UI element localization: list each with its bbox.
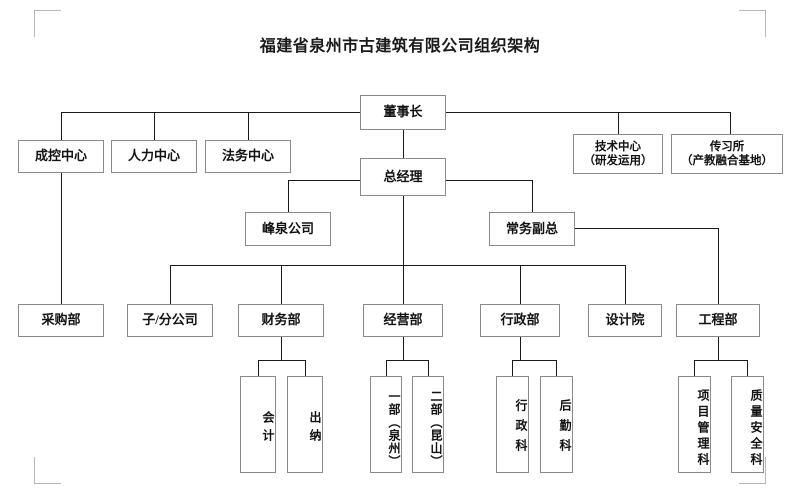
connector-drop-logistics-section bbox=[556, 360, 557, 376]
node-admin-dept[interactable]: 行政部 bbox=[480, 304, 560, 337]
node-operations-dept-label: 经营部 bbox=[383, 312, 423, 328]
node-division-two-kunshan[interactable]: 二部（昆山） bbox=[412, 376, 444, 473]
connector-drop-heritage bbox=[730, 112, 731, 134]
connector-drop-division-one bbox=[386, 360, 387, 376]
node-heritage-institute-line1: 传习所 bbox=[709, 140, 745, 153]
crop-mark-bottom-right bbox=[739, 457, 766, 484]
node-general-manager-label: 总经理 bbox=[383, 168, 423, 184]
connector-chairman-to-gm bbox=[403, 130, 404, 158]
node-executive-vice-gm[interactable]: 常务副总 bbox=[489, 212, 575, 246]
node-purchasing-dept[interactable]: 采购部 bbox=[18, 304, 104, 337]
connector-drop-exec-vice-gm bbox=[532, 180, 533, 212]
connector-chairman-left-bus bbox=[61, 112, 360, 113]
node-hr-center[interactable]: 人力中心 bbox=[111, 140, 197, 173]
node-accounting[interactable]: 会计 bbox=[240, 376, 276, 473]
connector-drop-legal bbox=[248, 112, 249, 140]
connector-admin-trunk bbox=[520, 336, 521, 360]
node-engineering-dept[interactable]: 工程部 bbox=[676, 304, 760, 337]
node-tech-center-line2: （研发运用） bbox=[583, 155, 653, 167]
node-operations-dept[interactable]: 经营部 bbox=[363, 304, 443, 337]
node-legal-center[interactable]: 法务中心 bbox=[205, 140, 291, 173]
chart-title: 福建省泉州市古建筑有限公司组织架构 bbox=[259, 38, 541, 55]
node-chairman[interactable]: 董事长 bbox=[360, 95, 446, 130]
connector-drop-fengquan bbox=[288, 180, 289, 212]
connector-cost-control-to-purchasing bbox=[61, 172, 62, 304]
connector-department-bus bbox=[170, 265, 626, 266]
connector-drop-finance bbox=[281, 265, 282, 304]
node-admin-section[interactable]: 行政科 bbox=[496, 376, 529, 473]
connector-gm-left-arm bbox=[288, 180, 360, 181]
node-admin-section-label: 行政科 bbox=[514, 398, 528, 459]
connector-drop-operations bbox=[403, 265, 404, 304]
connector-drop-admin-section bbox=[512, 360, 513, 376]
node-design-institute[interactable]: 设计院 bbox=[588, 304, 662, 337]
connector-operations-trunk bbox=[403, 336, 404, 360]
node-accounting-label: 会计 bbox=[261, 410, 275, 447]
connector-drop-engineering bbox=[718, 228, 719, 304]
node-cashier[interactable]: 出纳 bbox=[287, 376, 323, 473]
connector-chairman-right-bus bbox=[446, 112, 730, 113]
crop-mark-top-left bbox=[34, 10, 61, 37]
node-division-two-kunshan-label: 二部（昆山） bbox=[429, 389, 443, 468]
node-heritage-institute[interactable]: 传习所 （产教融合基地） bbox=[671, 134, 783, 174]
connector-drop-subsidiary bbox=[170, 265, 171, 304]
connector-finance-sub-bus bbox=[258, 360, 305, 361]
connector-gm-trunk bbox=[403, 196, 404, 266]
connector-exec-vice-gm-to-engineering bbox=[574, 228, 719, 229]
node-division-one-quanzhou[interactable]: 一部（泉州） bbox=[370, 376, 402, 473]
connector-drop-hr bbox=[154, 112, 155, 140]
connector-drop-cost-control bbox=[61, 112, 62, 140]
connector-drop-project-management bbox=[694, 360, 695, 376]
connector-drop-division-two bbox=[428, 360, 429, 376]
connector-operations-sub-bus bbox=[386, 360, 428, 361]
connector-drop-cashier bbox=[305, 360, 306, 376]
node-design-institute-label: 设计院 bbox=[605, 312, 645, 328]
node-legal-center-label: 法务中心 bbox=[221, 148, 274, 164]
node-purchasing-dept-label: 采购部 bbox=[41, 312, 81, 328]
node-heritage-institute-line2: （产教融合基地） bbox=[681, 155, 773, 167]
connector-engineering-trunk bbox=[718, 336, 719, 360]
connector-gm-right-arm bbox=[446, 180, 532, 181]
connector-drop-tech-center bbox=[618, 112, 619, 134]
node-quality-safety-section[interactable]: 质量安全科 bbox=[731, 376, 764, 473]
node-hr-center-label: 人力中心 bbox=[127, 148, 180, 164]
node-chairman-label: 董事长 bbox=[383, 104, 423, 120]
connector-drop-quality-safety bbox=[747, 360, 748, 376]
node-tech-center-line1: 技术中心 bbox=[595, 140, 641, 153]
crop-mark-bottom-left bbox=[34, 457, 61, 484]
connector-engineering-sub-bus bbox=[694, 360, 747, 361]
node-tech-center[interactable]: 技术中心 （研发运用） bbox=[573, 134, 663, 174]
node-logistics-section-label: 后勤科 bbox=[558, 398, 572, 459]
node-division-one-quanzhou-label: 一部（泉州） bbox=[387, 389, 401, 468]
node-finance-dept-label: 财务部 bbox=[261, 312, 301, 328]
connector-finance-trunk bbox=[281, 336, 282, 360]
node-subsidiary-branch[interactable]: 子/分公司 bbox=[127, 304, 213, 337]
node-finance-dept[interactable]: 财务部 bbox=[238, 304, 324, 337]
node-cashier-label: 出纳 bbox=[308, 410, 322, 447]
node-cost-control-center-label: 成控中心 bbox=[34, 148, 87, 164]
connector-drop-design-institute bbox=[625, 265, 626, 304]
node-fengquan-company[interactable]: 峰泉公司 bbox=[245, 212, 331, 246]
node-cost-control-center[interactable]: 成控中心 bbox=[18, 140, 104, 173]
node-engineering-dept-label: 工程部 bbox=[698, 312, 738, 328]
crop-mark-top-right bbox=[739, 10, 766, 37]
node-project-management-section-label: 项目管理科 bbox=[696, 388, 710, 469]
connector-drop-accounting bbox=[258, 360, 259, 376]
node-general-manager[interactable]: 总经理 bbox=[360, 158, 446, 196]
node-admin-dept-label: 行政部 bbox=[500, 312, 540, 328]
node-executive-vice-gm-label: 常务副总 bbox=[505, 220, 558, 236]
node-subsidiary-branch-label: 子/分公司 bbox=[142, 312, 198, 328]
node-project-management-section[interactable]: 项目管理科 bbox=[678, 376, 711, 473]
node-fengquan-company-label: 峰泉公司 bbox=[261, 220, 314, 236]
node-quality-safety-section-label: 质量安全科 bbox=[749, 388, 763, 469]
node-logistics-section[interactable]: 后勤科 bbox=[540, 376, 573, 473]
connector-admin-sub-bus bbox=[512, 360, 556, 361]
connector-drop-admin bbox=[520, 265, 521, 304]
